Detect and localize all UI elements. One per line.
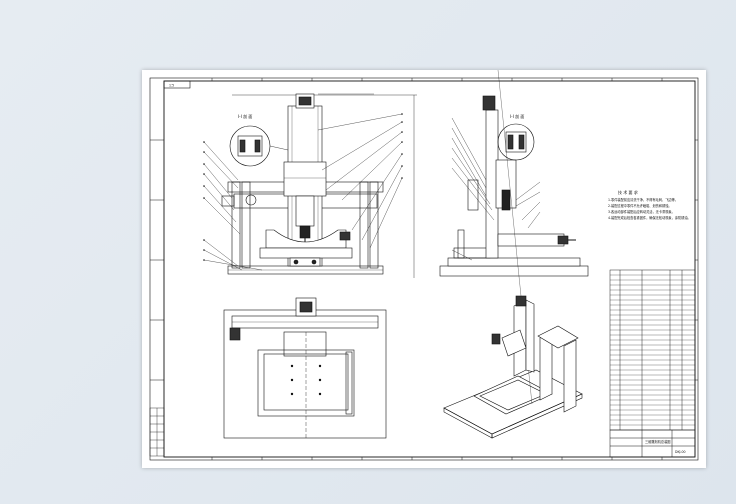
top-view — [223, 297, 387, 439]
corner-tag-box — [163, 80, 191, 89]
title-block-number: DKJ-00 — [675, 450, 686, 454]
front-section-label: I-I 剖 面 — [238, 113, 252, 119]
side-leaders — [451, 117, 541, 261]
note-line: 1.零件装配前应清洗干净，不得有毛刺、飞边等。 — [608, 197, 678, 202]
outer-frame — [149, 77, 699, 461]
inner-frame — [163, 80, 696, 458]
zone-ticks — [150, 78, 698, 460]
title-block — [609, 429, 696, 458]
front-leader-dots — [203, 113, 403, 261]
note-line: 3.各运动部件装配后应转动灵活，无卡滞现象。 — [608, 209, 675, 214]
corner-tag-text: 1:5 — [169, 84, 174, 88]
note-line: 4.装配完成后检查各紧固件，确保无松动现象，涂防锈油。 — [608, 215, 691, 220]
note-line: 2.装配过程中零件不允许磕碰、划伤和锈蚀。 — [608, 203, 672, 208]
front-view — [221, 93, 417, 278]
isometric-view — [443, 70, 583, 439]
assembly-drawing: 1:5 — [149, 70, 699, 461]
notes-title: 技 术 要 求 — [618, 189, 638, 195]
side-section-label: I-I 剖 面 — [510, 113, 524, 119]
side-view — [439, 95, 589, 277]
left-stamp-boxes — [149, 407, 165, 457]
notes-list: 1.零件装配前应清洗干净，不得有毛刺、飞边等。 2.装配过程中零件不允许磕碰、划… — [608, 197, 691, 220]
front-leaders — [203, 93, 403, 271]
title-block-name: 三维雕刻机总装图 — [645, 439, 671, 444]
drawing-sheet: 1:5 — [142, 70, 706, 468]
top-view-holes — [290, 364, 322, 396]
parts-list-rows — [610, 274, 695, 426]
